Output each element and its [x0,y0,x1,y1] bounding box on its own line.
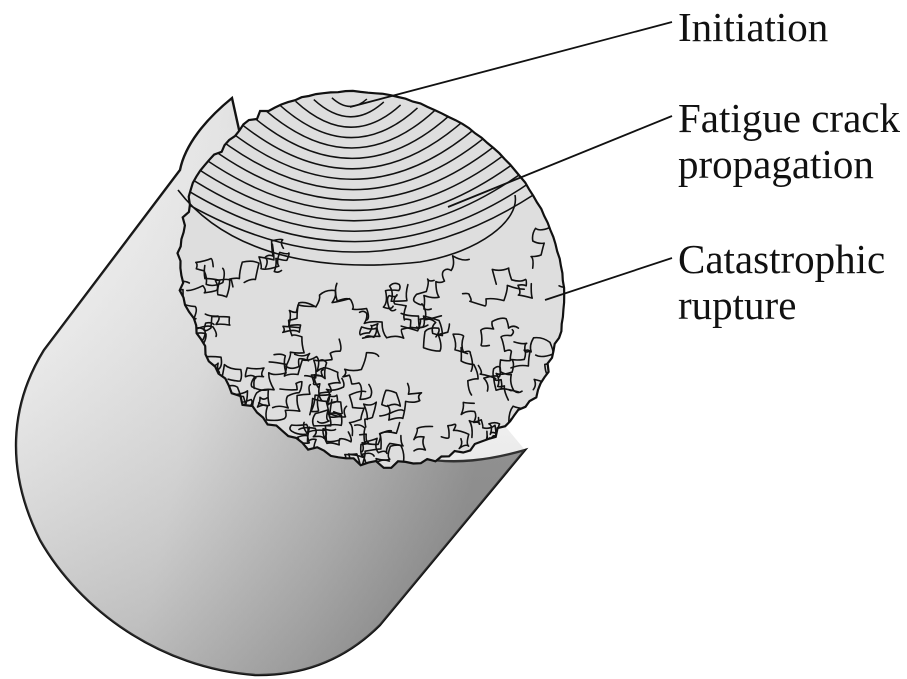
rupture-squiggle [540,457,564,491]
label-catastrophic-line1: Catastrophic [678,236,885,282]
rupture-squiggle [539,380,566,397]
label-initiation-text: Initiation [678,4,828,50]
label-fatigue-line1: Fatigue crack [678,95,900,141]
leader-line-initiation [350,22,672,107]
label-catastrophic-rupture: Catastrophic rupture [678,236,885,328]
label-initiation: Initiation [678,4,828,50]
rupture-squiggle [528,410,566,432]
label-catastrophic-line2: rupture [678,282,885,328]
label-fatigue-crack-propagation: Fatigue crack propagation [678,95,900,187]
leader-line-catastrophic [545,258,672,300]
label-fatigue-line2: propagation [678,141,900,187]
